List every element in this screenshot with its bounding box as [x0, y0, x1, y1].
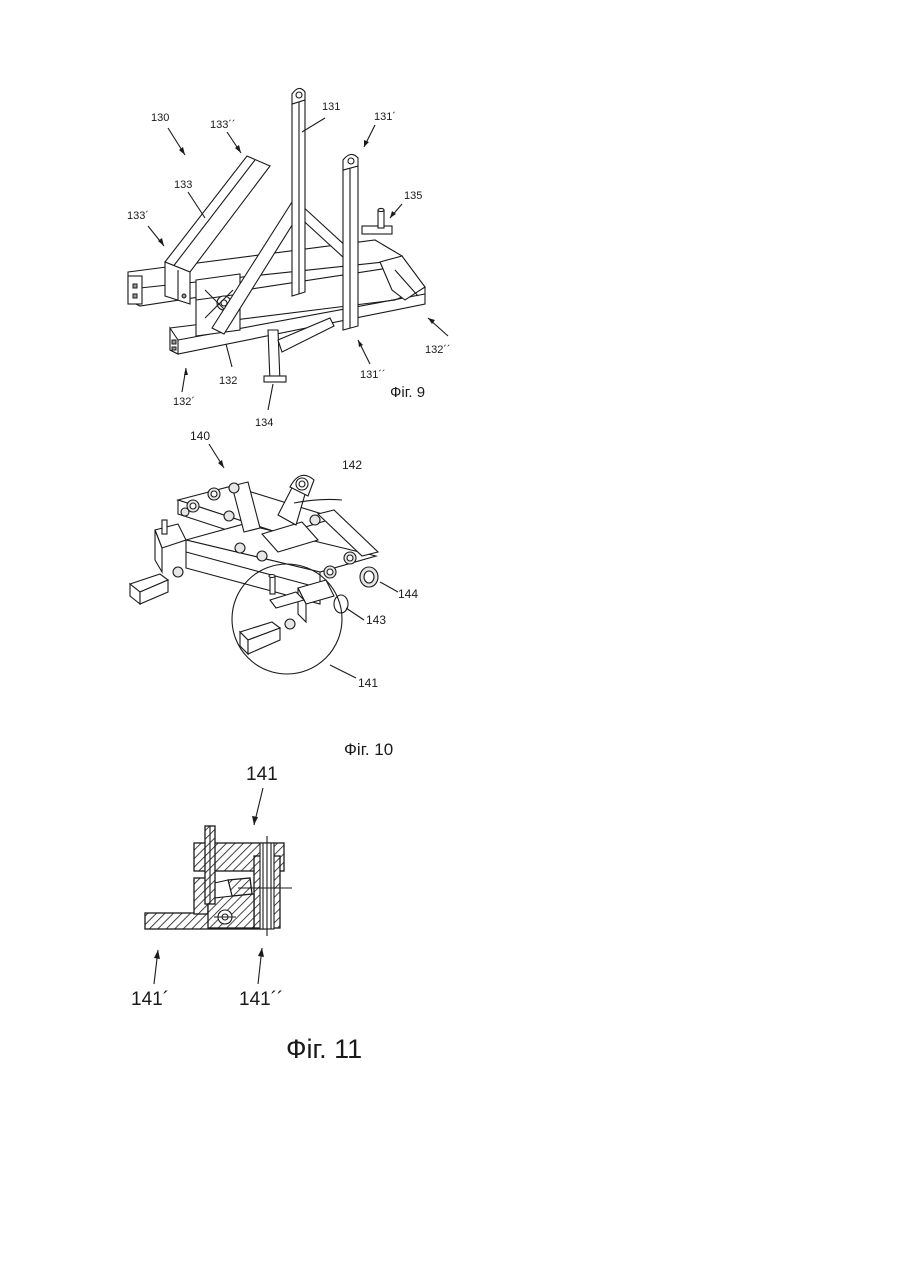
assembly-140-drawing	[130, 475, 378, 674]
label-141pp: 141´´	[239, 989, 283, 1010]
label-132pp: 132´´	[425, 344, 451, 356]
label-141p: 141´	[131, 989, 169, 1010]
figure-10-caption: Фіг. 10	[344, 740, 393, 759]
label-140: 140	[190, 429, 210, 443]
label-131p: 131´	[374, 111, 396, 123]
label-144: 144	[398, 587, 418, 601]
label-132: 132	[219, 375, 237, 387]
label-133p: 133´	[127, 210, 149, 222]
figure-11: 141 141´ 141´´ Фіг. 11	[131, 764, 362, 1064]
label-143: 143	[366, 613, 386, 627]
label-131pp: 131´´	[360, 369, 386, 381]
label-130: 130	[151, 112, 169, 124]
label-131: 131	[322, 101, 340, 113]
label-134: 134	[255, 417, 273, 429]
label-132p: 132´	[173, 396, 195, 408]
label-135: 135	[404, 190, 422, 202]
figure-11-caption: Фіг. 11	[286, 1034, 362, 1064]
figure-9: 130 133´´ 131 131´ 133 135 133´ 132´´ 13…	[127, 88, 451, 429]
frame-130-drawing	[128, 88, 425, 382]
label-142: 142	[342, 458, 362, 472]
label-133: 133	[174, 179, 192, 191]
figure-9-caption: Фіг. 9	[390, 384, 425, 401]
label-141-fig11: 141	[246, 764, 278, 785]
label-133pp: 133´´	[210, 119, 236, 131]
label-141: 141	[358, 676, 378, 690]
figure-10: 140 142 144 143 141 Фіг. 10	[130, 429, 418, 759]
section-141-drawing	[145, 826, 292, 936]
